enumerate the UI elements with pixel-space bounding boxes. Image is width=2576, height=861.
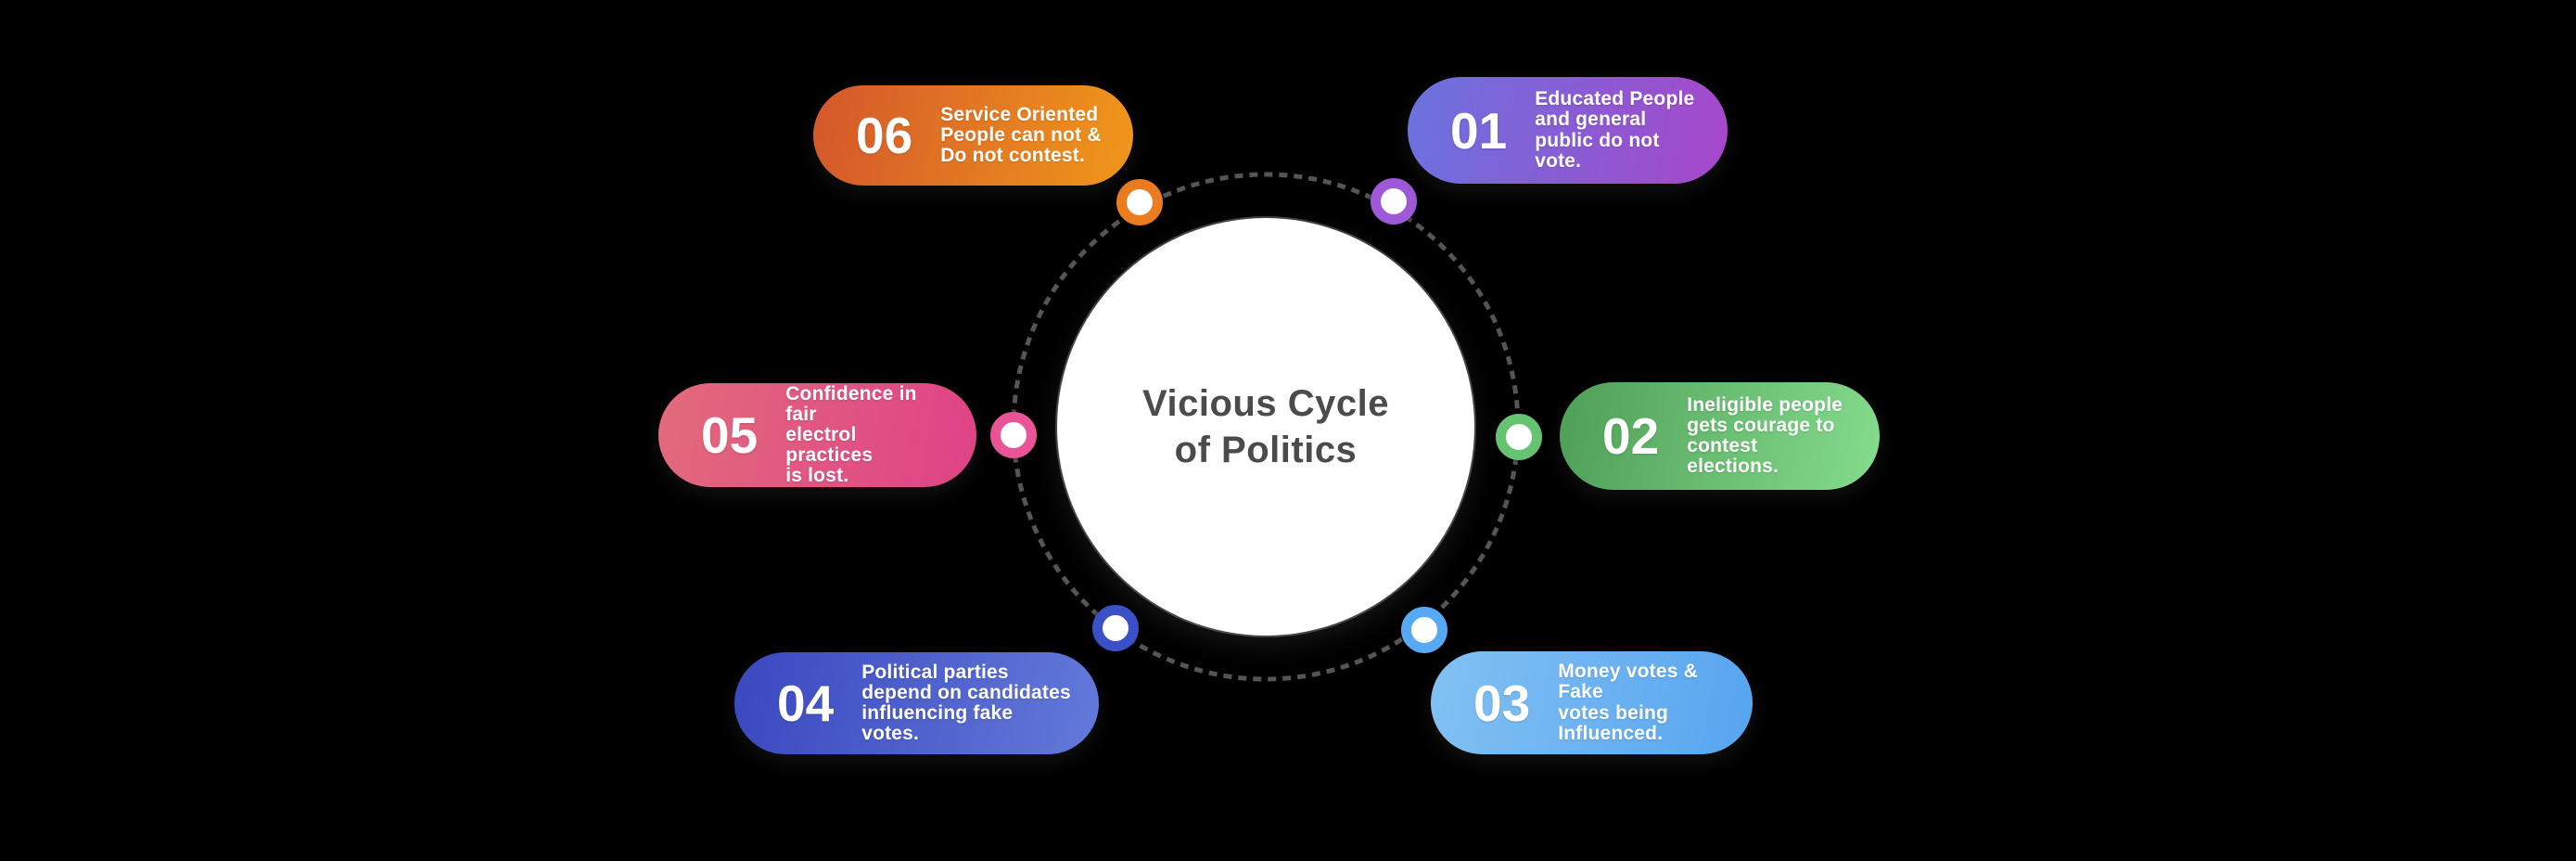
step-text-line: Political parties <box>861 661 1009 683</box>
step-pill-06: 06 Service Oriented People can not & Do … <box>813 85 1133 186</box>
cycle-center-circle: Vicious Cycle of Politics <box>1057 218 1474 636</box>
step-text-line: contest elections. <box>1687 435 1779 478</box>
step-text-line: Money votes & Fake <box>1558 661 1698 703</box>
step-text-06: Service Oriented People can not & Do not… <box>940 103 1102 167</box>
step-text-line: Educated People <box>1535 88 1695 110</box>
step-pill-01: 01 Educated People and general public do… <box>1408 77 1728 184</box>
diagram-title-line1: Vicious Cycle <box>1142 383 1389 424</box>
step-text-line: Service Oriented <box>940 103 1099 125</box>
step-text-line: electrol practices <box>785 423 874 467</box>
step-text-line: People can not & <box>940 123 1102 146</box>
step-text-05: Confidence in fair electrol practices is… <box>785 382 949 487</box>
step-text-03: Money votes & Fake votes being Influence… <box>1558 662 1725 743</box>
step-text-line: influencing fake votes. <box>861 702 1014 745</box>
step-text-line: and general <box>1535 109 1647 131</box>
step-text-line: Confidence in fair <box>785 382 917 425</box>
step-text-02: Ineligible people gets courage to contes… <box>1687 393 1852 478</box>
step-text-line: depend on candidates <box>861 681 1071 703</box>
step-number-05: 05 <box>701 406 759 464</box>
cycle-node-06 <box>1116 179 1163 225</box>
diagram-title: Vicious Cycle of Politics <box>1142 380 1389 473</box>
cycle-node-03 <box>1401 607 1447 653</box>
step-pill-03: 03 Money votes & Fake votes being Influe… <box>1431 651 1753 754</box>
step-number-06: 06 <box>856 107 913 164</box>
step-text-line: votes being <box>1558 701 1669 724</box>
step-number-04: 04 <box>777 675 835 732</box>
step-text-line: is lost. <box>785 465 849 487</box>
cycle-node-01 <box>1371 178 1417 225</box>
step-number-01: 01 <box>1450 101 1508 160</box>
step-number-03: 03 <box>1473 674 1531 732</box>
step-text-04: Political parties depend on candidates i… <box>861 662 1071 744</box>
step-text-01: Educated People and general public do no… <box>1535 89 1700 171</box>
step-pill-05: 05 Confidence in fair electrol practices… <box>658 383 976 487</box>
cycle-node-02 <box>1496 414 1542 460</box>
step-pill-02: 02 Ineligible people gets courage to con… <box>1560 382 1880 490</box>
step-text-line: gets courage to <box>1687 414 1835 436</box>
step-text-line: Ineligible people <box>1687 393 1843 416</box>
cycle-node-04 <box>1092 605 1139 651</box>
step-pill-04: 04 Political parties depend on candidate… <box>734 652 1099 754</box>
step-text-line: Influenced. <box>1558 722 1664 744</box>
step-text-line: Do not contest. <box>940 145 1086 167</box>
cycle-node-05 <box>990 412 1037 458</box>
step-number-02: 02 <box>1602 407 1660 465</box>
step-text-line: public do not vote. <box>1535 129 1660 172</box>
diagram-title-line2: of Politics <box>1174 430 1358 470</box>
